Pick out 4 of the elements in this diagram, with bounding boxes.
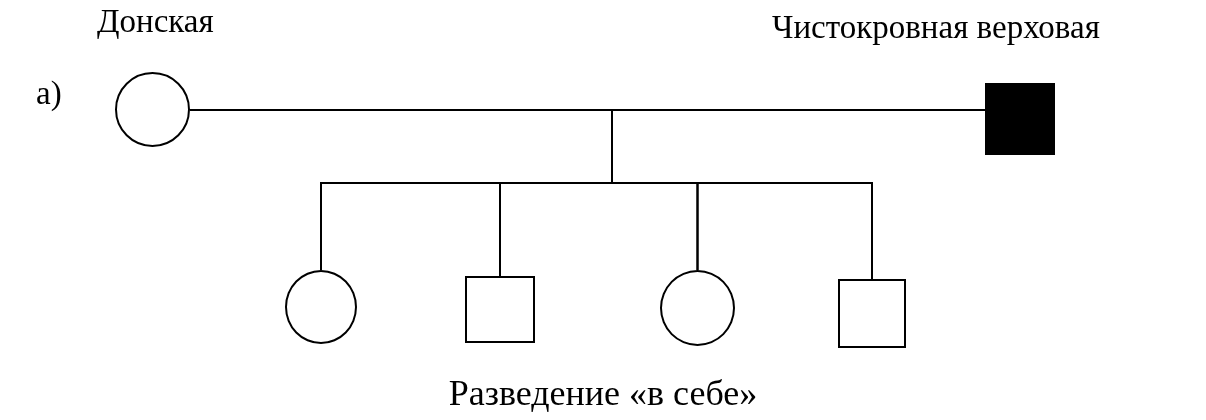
panel-letter: а) [36, 74, 62, 112]
caption: Разведение «в себе» [447, 372, 759, 414]
breed-name: Чистокровная верховая [772, 8, 1100, 46]
breed-name: Донская [97, 2, 214, 40]
